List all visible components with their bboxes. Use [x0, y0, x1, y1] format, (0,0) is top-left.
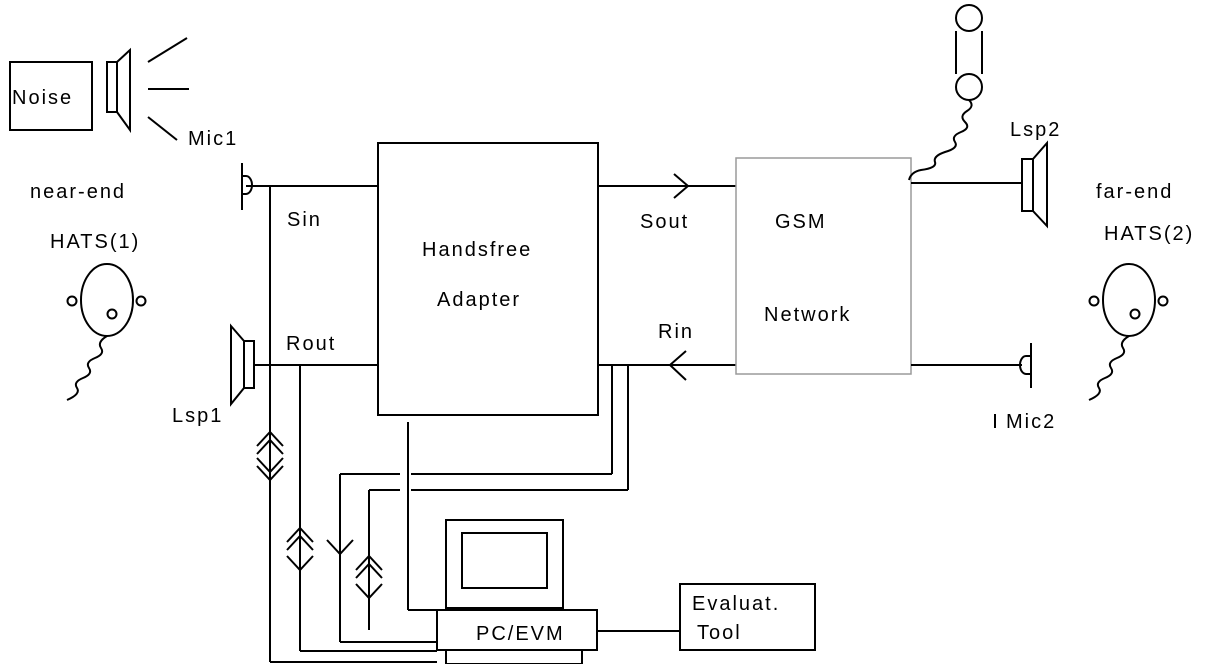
- mic2-label: Mic2: [1006, 411, 1056, 433]
- lsp2-loudspeaker-icon: [1021, 140, 1048, 229]
- evaluation-tool-box: Evaluat. Tool: [679, 583, 816, 651]
- noise-loudspeaker-icon: [106, 37, 189, 141]
- network-label: Network: [764, 304, 851, 326]
- sin-down-arrow-icon: [326, 539, 354, 556]
- mic1-label: Mic1: [188, 128, 238, 150]
- noise-source-box: [9, 61, 93, 131]
- pc-evm-label: PC/EVM: [476, 623, 565, 645]
- far-end-wiring: [911, 182, 1022, 366]
- pc-evm: PC/EVM: [436, 519, 598, 664]
- hats1-label: HATS(1): [50, 231, 140, 253]
- handsfree-adapter-box: Handsfree Adapter: [377, 142, 599, 416]
- lsp1-bidirectional-arrow-icon: [256, 430, 284, 482]
- handsfree-label: Handsfree: [422, 239, 532, 261]
- telephone-handset-icon: [908, 4, 983, 181]
- adapter-network-links: [598, 173, 736, 381]
- lsp1-loudspeaker-icon: [230, 323, 255, 407]
- hats2-head-icon: [1088, 263, 1169, 401]
- evaluat-label: Evaluat.: [692, 593, 780, 615]
- lsp1-label: Lsp1: [172, 405, 223, 427]
- noise-source: Noise: [9, 61, 93, 131]
- far-end-label: far-end: [1096, 181, 1173, 203]
- gsm-network-box: GSM Network: [735, 157, 912, 375]
- lsp2-label: Lsp2: [1010, 119, 1061, 141]
- mic2-microphone-icon: [1019, 343, 1032, 388]
- tool-label: Tool: [697, 622, 742, 644]
- noise-label: Noise: [12, 87, 73, 109]
- rout-bidirectional-arrow-icon: [286, 526, 314, 572]
- near-end-label: near-end: [30, 181, 126, 203]
- adapter-wiring: [407, 365, 629, 611]
- sin-label: Sin: [287, 209, 322, 231]
- sout-label: Sout: [640, 211, 689, 233]
- hats2-label: HATS(2): [1104, 223, 1194, 245]
- near-end-wiring: [246, 185, 437, 663]
- adapter-label: Adapter: [437, 289, 521, 311]
- gsm-label: GSM: [775, 211, 827, 233]
- rout-label: Rout: [286, 333, 336, 355]
- rin-label: Rin: [658, 321, 694, 343]
- hats1-head-icon: [66, 263, 147, 401]
- mic-bidirectional-arrow-icon: [355, 554, 383, 600]
